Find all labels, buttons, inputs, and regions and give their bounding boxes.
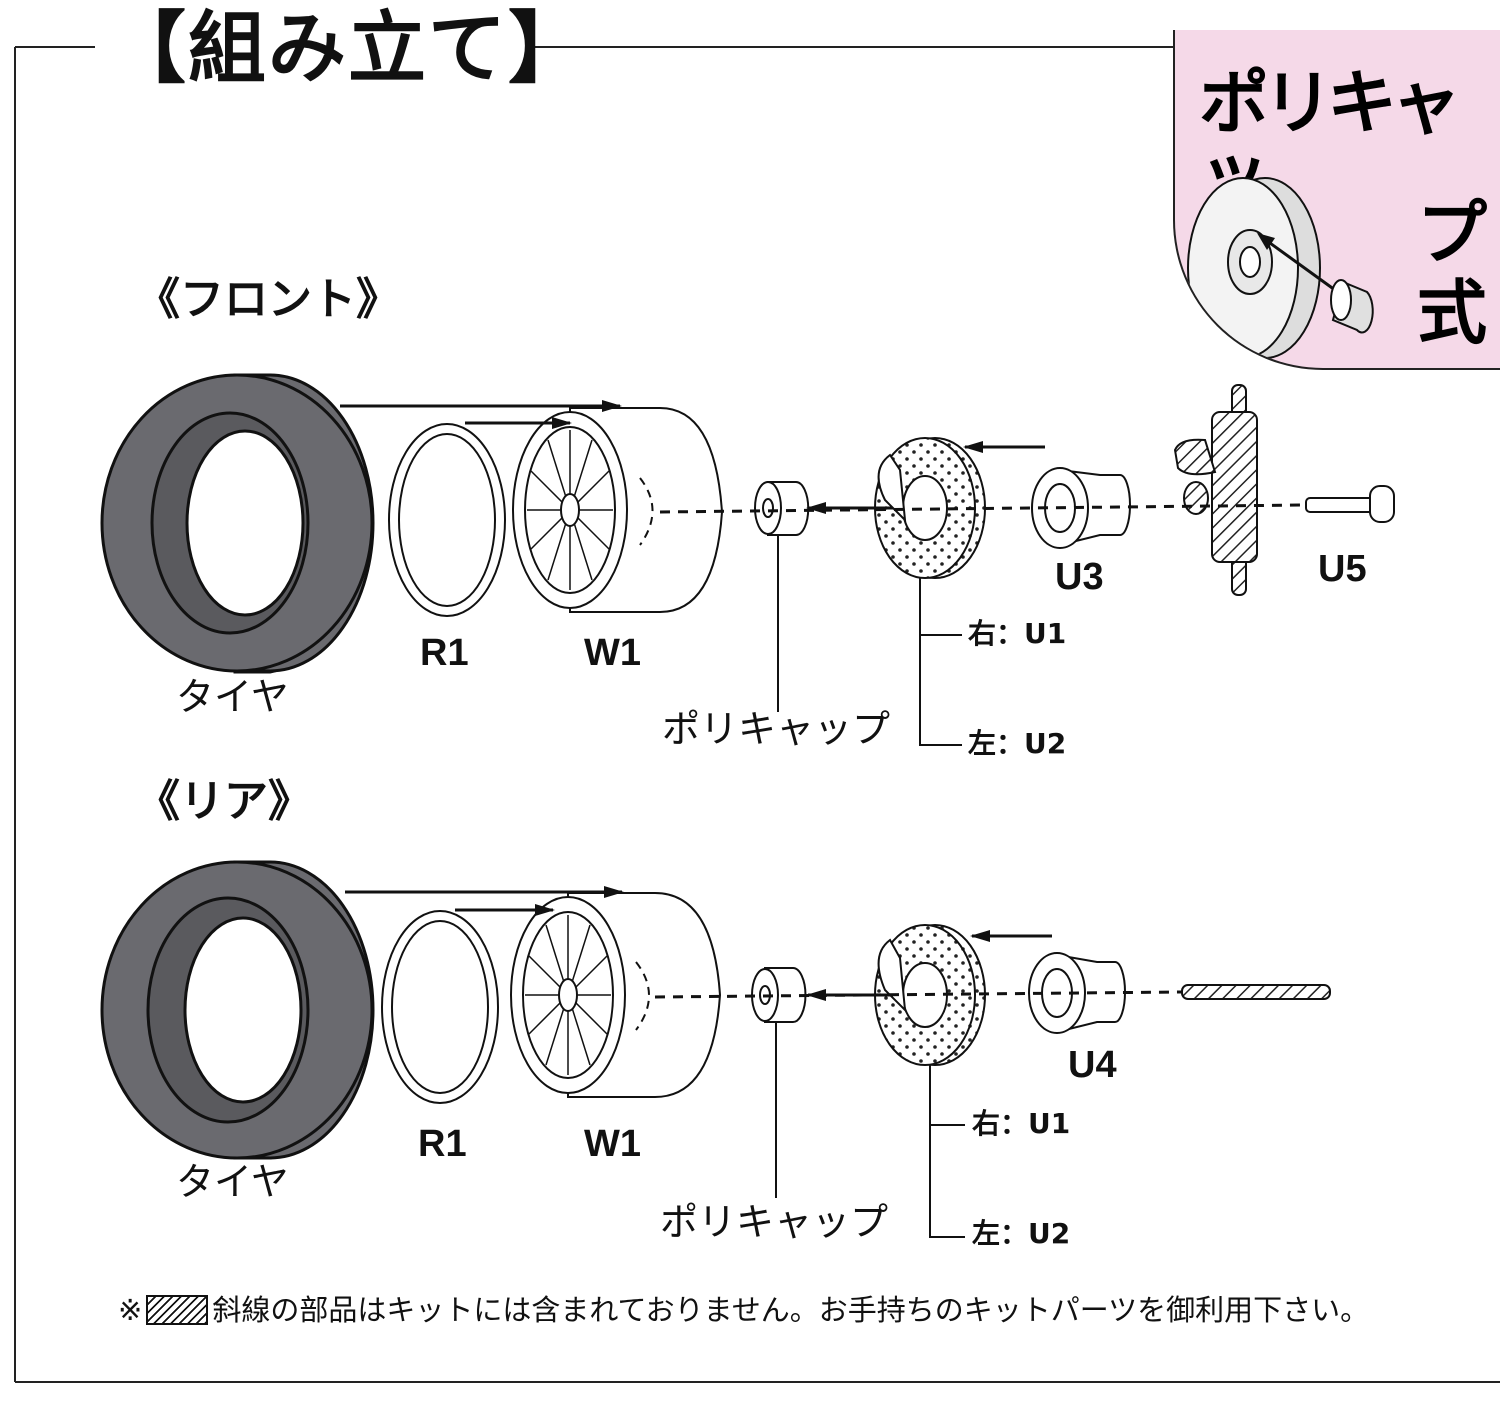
rear-heading: 《リア》 [136,776,312,827]
front-wheel-drawing [512,407,724,613]
front-wheel-label: W1 [584,632,641,674]
rear-wheel-label: W1 [584,1123,641,1165]
front-right-label: 右：U1 [968,617,1067,650]
frame [14,46,1500,1383]
inset-polycap-icon [1187,177,1374,359]
rear-axis-line [654,990,1183,999]
inset-label-shiki: 式 [1417,272,1487,354]
front-tire-label: タイヤ [176,675,289,719]
front-tire-drawing [100,373,375,674]
rear-tire-drawing [100,860,375,1160]
hatched-part-icon [146,1295,209,1325]
rear-polycap-drawing [751,967,807,1023]
inset-label-row: ポリキャッ [1199,62,1461,214]
rear-shaft-drawing [1181,984,1331,1000]
rear-right-label: 右：U1 [972,1107,1071,1140]
front-heading: 《フロント》 [136,274,400,325]
rear-arrows [345,886,1052,1001]
inset-label-pu: プ [1417,192,1487,274]
rear-wheel-drawing [510,892,722,1098]
front-left-label: 左：U2 [968,727,1067,760]
rear-tire-label: タイヤ [176,1160,289,1204]
rear-hub-label: U4 [1068,1044,1117,1086]
rear-assembly [100,860,1331,1238]
footnote: ※ 斜線の部品はキットには含まれておりません。お手持ちのキットパーツを御利用下さ… [118,1295,1369,1325]
rear-rim-label: R1 [418,1123,467,1165]
front-arrows [340,400,1045,514]
front-polycap-label: ポリキャップ [662,707,891,751]
front-rim-drawing [388,423,506,617]
front-hub-label: U3 [1055,556,1104,598]
polycap-type-inset: ポリキャッ プ 式 [1173,30,1500,370]
rear-leaders [775,1022,965,1238]
footnote-text: 斜線の部品はキットには含まれておりません。お手持ちのキットパーツを御利用下さい。 [212,1292,1370,1327]
front-screw-label: U5 [1318,548,1367,590]
rear-rim-drawing [381,910,499,1104]
footnote-mark: ※ [118,1292,143,1327]
front-polycap-drawing [754,481,810,536]
front-rim-label: R1 [420,632,469,674]
front-axle-drawing [1173,384,1258,596]
rear-disc-drawing [874,924,986,1066]
front-leaders [777,535,962,746]
front-screw-drawing [1305,485,1395,523]
rear-left-label: 左：U2 [972,1217,1071,1250]
page-title: 【組み立て】 [108,4,589,94]
front-assembly [100,373,1395,746]
rear-polycap-label: ポリキャップ [660,1200,889,1244]
